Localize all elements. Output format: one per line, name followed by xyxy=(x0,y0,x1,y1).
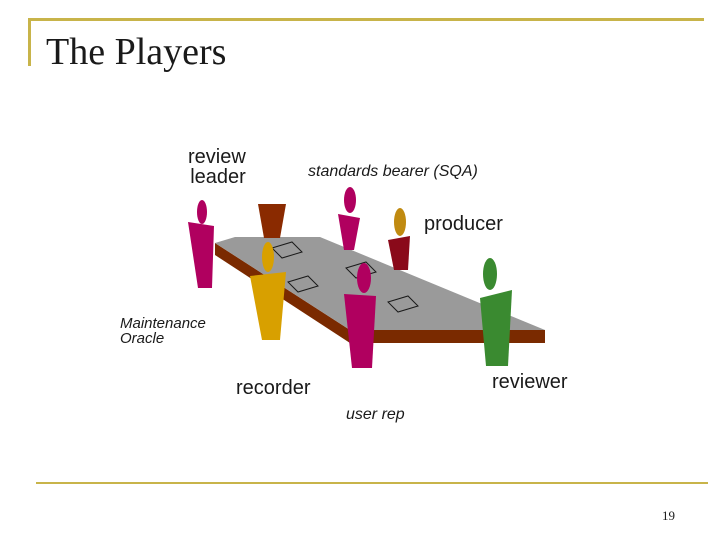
table-top xyxy=(215,237,545,330)
document-icons xyxy=(271,241,419,313)
figure-head xyxy=(483,258,497,290)
figure-body xyxy=(388,236,410,270)
figure-body xyxy=(344,294,376,368)
figure-head xyxy=(357,263,371,293)
producer-label: producer xyxy=(424,213,503,235)
reviewer-figure xyxy=(480,258,512,366)
maintenance-oracle-figure xyxy=(250,242,286,340)
figure-body xyxy=(258,204,286,238)
document-icon xyxy=(287,275,319,293)
maintenance-oracle-label: Maintenance Oracle xyxy=(120,315,206,347)
document-icon xyxy=(271,241,303,259)
figure-body xyxy=(250,272,286,340)
title-frame-left-rule xyxy=(28,18,31,66)
producer-figure xyxy=(388,208,410,270)
review-leader-label: review leader xyxy=(188,146,246,188)
reviewer-label: reviewer xyxy=(492,371,568,393)
standards-bearer-label: standards bearer (SQA) xyxy=(308,163,478,180)
page-title: The Players xyxy=(46,31,227,73)
standards-bearer-figure xyxy=(338,187,360,250)
figure-body xyxy=(480,290,512,366)
review-leader-figure xyxy=(188,200,214,288)
footer-rule xyxy=(36,482,708,484)
figure-body xyxy=(188,222,214,288)
recorder-label: recorder xyxy=(236,377,311,399)
document-icon xyxy=(345,261,377,279)
title-frame-top-rule xyxy=(28,18,704,21)
page-number: 19 xyxy=(662,508,675,523)
document-icon xyxy=(387,295,419,313)
user-rep-figure xyxy=(344,263,376,368)
user-rep-label: user rep xyxy=(346,406,405,423)
head-of-table-figure xyxy=(258,204,286,238)
figure-head xyxy=(344,187,356,213)
figure-head xyxy=(262,242,274,272)
figure-head xyxy=(197,200,207,224)
figure-body xyxy=(338,214,360,250)
figure-head xyxy=(394,208,406,236)
